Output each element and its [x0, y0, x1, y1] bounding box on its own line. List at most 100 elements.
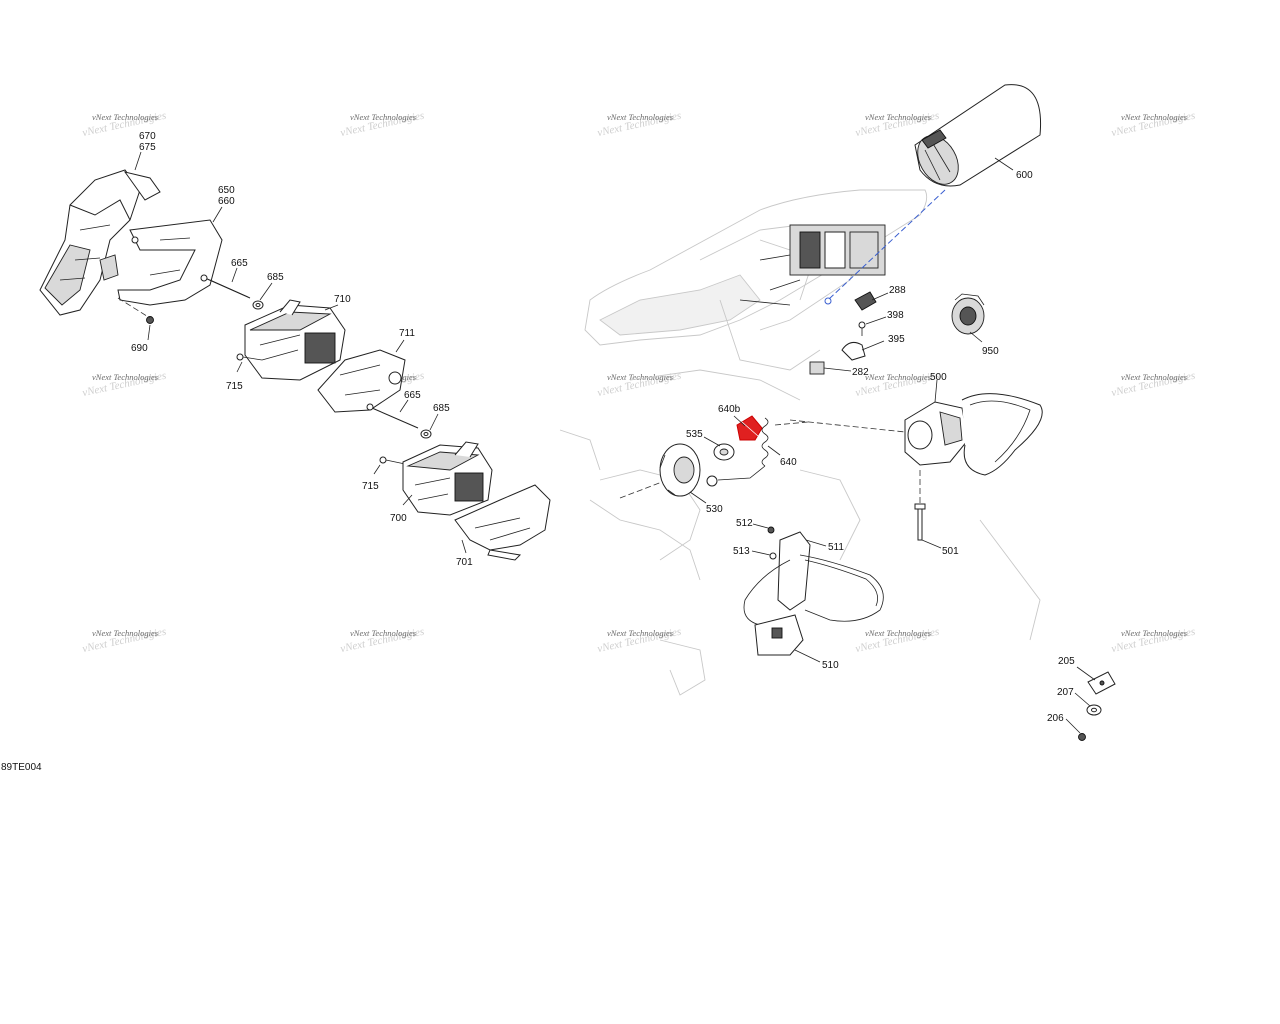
bolt-665-upper [200, 274, 251, 299]
screw-690 [117, 297, 154, 324]
callout-207: 207 [1057, 687, 1074, 698]
screw-206 [1078, 733, 1086, 741]
watermark: vNext Technologies vNext Technologies [1110, 626, 1196, 656]
callout-715: 715 [362, 481, 379, 492]
socket-950 [951, 293, 985, 335]
mount-bracket-670 [39, 169, 161, 316]
callout-500: 500 [930, 372, 947, 383]
grip-heater-510 [743, 531, 884, 656]
bolt-715-upper [236, 353, 263, 361]
svg-text:vNext Technologies: vNext Technologies [92, 372, 159, 382]
nut-535 [713, 443, 735, 461]
svg-text:vNext Technologies: vNext Technologies [1121, 112, 1188, 122]
callout-665: 665 [231, 258, 248, 269]
watermark: vNext Technologies vNext Technologies [339, 110, 425, 140]
callout-700: 700 [390, 513, 407, 524]
watermark: vNext Technologies vNext Technologies [1110, 370, 1196, 400]
callout-660: 660 [218, 196, 235, 207]
callout-501: 501 [942, 546, 959, 557]
watermark: vNext Technologies vNext Technologies [596, 110, 682, 140]
clip-288 [854, 291, 877, 311]
washer-207 [1086, 704, 1102, 716]
callout-701: 701 [456, 557, 473, 568]
watermark: vNext Technologies vNext Technologies [339, 626, 425, 656]
leader-line-530 [619, 481, 663, 499]
bracket-701 [454, 484, 551, 561]
leader-line-500 [789, 419, 906, 433]
callout-205: 205 [1058, 656, 1075, 667]
callout-510: 510 [822, 660, 839, 671]
svg-text:vNext Technologies: vNext Technologies [607, 628, 674, 638]
screw-501 [914, 470, 926, 541]
watermark: vNext Technologies vNext Technologies [81, 626, 167, 656]
callout-640b: 640b [718, 404, 741, 415]
callout-206: 206 [1047, 713, 1064, 724]
callout-511: 511 [828, 542, 844, 553]
washer-685-lower [420, 429, 432, 439]
callout-685: 685 [267, 272, 284, 283]
bolt-715-lower [379, 456, 406, 465]
washer-685-upper [252, 300, 264, 310]
screw-512 [767, 526, 775, 534]
callout-398: 398 [887, 310, 904, 321]
callout-600: 600 [1016, 170, 1033, 181]
callout-710: 710 [334, 294, 351, 305]
callout-650: 650 [218, 185, 235, 196]
mount-point [824, 297, 832, 305]
bracket-711 [317, 349, 406, 413]
svg-text:vNext Technologies: vNext Technologies [350, 628, 417, 638]
svg-text:vNext Technologies: vNext Technologies [1121, 628, 1188, 638]
screw-398 [858, 321, 866, 336]
svg-text:vNext Technologies: vNext Technologies [607, 372, 674, 382]
svg-text:vNext Technologies: vNext Technologies [350, 112, 417, 122]
callout-711: 711 [399, 328, 415, 339]
callout-640: 640 [780, 457, 797, 468]
callout-288: 288 [889, 285, 906, 296]
diagram-reference-code: 89TE004 [1, 762, 42, 773]
callout-950: 950 [982, 346, 999, 357]
coiled-cord-640 [706, 417, 769, 487]
watermark: vNext Technologies vNext Technologies [854, 626, 940, 656]
watermark: vNext Technologies vNext Technologies [1110, 110, 1196, 140]
tank-600 [914, 84, 1042, 187]
svg-text:vNext Technologies: vNext Technologies [865, 628, 932, 638]
callout-690: 690 [131, 343, 148, 354]
clamp-395 [841, 341, 866, 361]
callout-715: 715 [226, 381, 243, 392]
control-box-710 [244, 299, 346, 381]
svg-text:vNext Technologies: vNext Technologies [865, 112, 932, 122]
callout-535: 535 [686, 429, 703, 440]
mount-plate-650 [117, 219, 223, 306]
watermark: vNext Technologies vNext Technologies [81, 370, 167, 400]
watermark: vNext Technologies vNext Technologies [596, 626, 682, 656]
leader-line-640 [774, 421, 809, 426]
svg-text:vNext Technologies: vNext Technologies [607, 112, 674, 122]
callout-leader-lines [134, 151, 1096, 734]
watermark-layer: vNext Technologies vNext Technologies vN… [81, 110, 1196, 656]
callout-395: 395 [888, 334, 905, 345]
callout-530: 530 [706, 504, 723, 515]
block-282 [809, 361, 825, 375]
svg-text:vNext Technologies: vNext Technologies [865, 372, 932, 382]
callout-282: 282 [852, 367, 869, 378]
handlebar-control-500 [904, 393, 1043, 476]
watermark: vNext Technologies vNext Technologies [854, 110, 940, 140]
vehicle-frame-outline [559, 189, 1041, 696]
svg-text:vNext Technologies: vNext Technologies [92, 112, 159, 122]
part-640b-highlighted [736, 415, 763, 441]
callout-685: 685 [433, 403, 450, 414]
bolt-665-lower [366, 403, 419, 429]
callout-512: 512 [736, 518, 753, 529]
callout-670: 670 [139, 131, 156, 142]
svg-text:vNext Technologies: vNext Technologies [92, 628, 159, 638]
callout-513: 513 [733, 546, 750, 557]
clip-205 [1087, 671, 1116, 695]
callout-665: 665 [404, 390, 421, 401]
washer-513 [769, 552, 777, 560]
switch-housing-530 [659, 443, 701, 497]
svg-text:vNext Technologies: vNext Technologies [1121, 372, 1188, 382]
callout-labels: 670 675 650 660 665 685 710 690 715 711 … [131, 131, 1075, 724]
callout-675: 675 [139, 142, 156, 153]
control-box-700 [402, 441, 493, 516]
